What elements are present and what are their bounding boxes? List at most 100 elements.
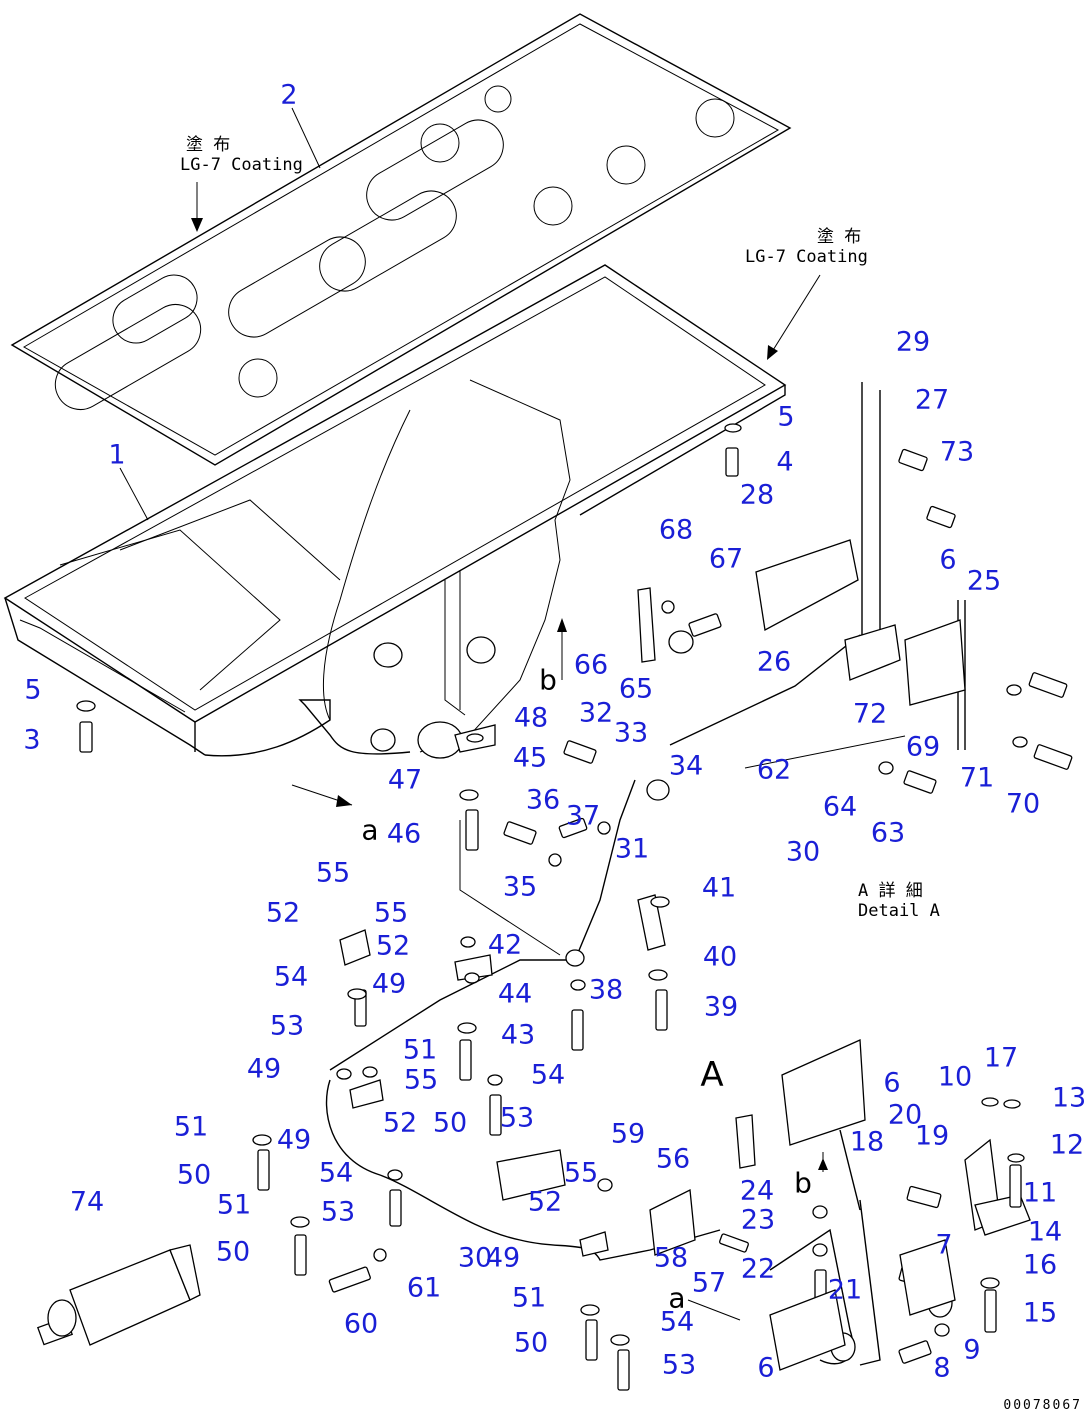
callout-53: 53 [269, 1010, 305, 1042]
callout-65: 65 [618, 673, 654, 705]
callout-52: 52 [375, 930, 411, 962]
callout-49: 49 [246, 1053, 282, 1085]
callout-31: 31 [614, 833, 650, 865]
callout-50: 50 [513, 1327, 549, 1359]
callout-37: 37 [565, 800, 601, 832]
detail-a-note: A 詳 細 Detail A [858, 881, 940, 921]
callout-54: 54 [530, 1059, 566, 1091]
callout-23: 23 [740, 1204, 776, 1236]
callout-73: 73 [939, 436, 975, 468]
callout-9: 9 [963, 1334, 981, 1366]
callout-11: 11 [1022, 1177, 1058, 1209]
detail-a-en: Detail A [858, 900, 940, 921]
callout-22: 22 [740, 1253, 776, 1285]
brackets [339, 539, 1031, 1362]
callout-42: 42 [487, 929, 523, 961]
callout-25: 25 [966, 565, 1002, 597]
coating-note-left: 塗 布 LG-7 Coating [180, 135, 303, 175]
leader-lines [119, 107, 828, 1321]
connector-lower [769, 1239, 956, 1371]
callout-6: 6 [757, 1352, 775, 1384]
callout-6: 6 [939, 544, 957, 576]
callout-55: 55 [315, 857, 351, 889]
callout-47: 47 [387, 764, 423, 796]
callout-50: 50 [176, 1159, 212, 1191]
callout-3: 3 [23, 724, 41, 756]
callout-17: 17 [983, 1042, 1019, 1074]
callout-46: 46 [386, 818, 422, 850]
callout-49: 49 [371, 968, 407, 1000]
callout-56: 56 [655, 1143, 691, 1175]
callout-59: 59 [610, 1118, 646, 1150]
callout-69: 69 [905, 731, 941, 763]
callout-67: 67 [708, 543, 744, 575]
callout-71: 71 [959, 762, 995, 794]
callout-50: 50 [432, 1107, 468, 1139]
callout-54: 54 [659, 1306, 695, 1338]
callout-68: 68 [658, 514, 694, 546]
drawing-code: 00078067 [1003, 1398, 1082, 1413]
callout-51: 51 [402, 1034, 438, 1066]
callout-70: 70 [1005, 788, 1041, 820]
callout-43: 43 [500, 1019, 536, 1051]
callout-19: 19 [914, 1120, 950, 1152]
view-letter-A: A [700, 1055, 724, 1095]
callout-52: 52 [382, 1107, 418, 1139]
callout-13: 13 [1051, 1082, 1087, 1114]
fasteners [76, 423, 1073, 1391]
callout-62: 62 [756, 754, 792, 786]
harness-routes [325, 382, 966, 1366]
callout-39: 39 [703, 991, 739, 1023]
callout-61: 61 [406, 1272, 442, 1304]
callout-1: 1 [108, 439, 126, 471]
component-74 [36, 1244, 201, 1346]
callout-60: 60 [343, 1308, 379, 1340]
callout-54: 54 [273, 961, 309, 993]
callout-21: 21 [827, 1274, 863, 1306]
callout-24: 24 [739, 1175, 775, 1207]
callout-63: 63 [870, 817, 906, 849]
callout-55: 55 [373, 897, 409, 929]
callout-55: 55 [403, 1064, 439, 1096]
callout-29: 29 [895, 326, 931, 358]
callout-14: 14 [1027, 1216, 1063, 1248]
callout-38: 38 [588, 974, 624, 1006]
coating-note-right-jp: 塗 布 [817, 227, 862, 247]
view-letter-a-lower: a [668, 1281, 686, 1315]
callout-41: 41 [701, 872, 737, 904]
callout-48: 48 [513, 702, 549, 734]
callout-4: 4 [776, 446, 794, 478]
view-letter-b-lower: b [794, 1166, 812, 1200]
callout-55: 55 [563, 1157, 599, 1189]
callout-45: 45 [512, 742, 548, 774]
gasket-plate [10, 13, 792, 466]
coating-note-left-jp: 塗 布 [186, 135, 231, 155]
callout-35: 35 [502, 871, 538, 903]
callout-32: 32 [578, 697, 614, 729]
callout-30: 30 [457, 1242, 493, 1274]
callout-34: 34 [668, 750, 704, 782]
callout-7: 7 [935, 1229, 953, 1261]
callout-51: 51 [216, 1189, 252, 1221]
callout-2: 2 [280, 79, 298, 111]
detail-a-jp: A 詳 細 [858, 881, 923, 901]
coating-note-right-en: LG-7 Coating [745, 246, 868, 267]
callout-52: 52 [527, 1186, 563, 1218]
callout-8: 8 [933, 1352, 951, 1384]
callout-58: 58 [653, 1242, 689, 1274]
callout-52: 52 [265, 897, 301, 929]
callout-51: 51 [173, 1111, 209, 1143]
callout-64: 64 [822, 791, 858, 823]
callout-5: 5 [777, 401, 795, 433]
callout-12: 12 [1049, 1129, 1085, 1161]
callout-57: 57 [691, 1267, 727, 1299]
callout-53: 53 [320, 1196, 356, 1228]
callout-20: 20 [887, 1099, 923, 1131]
callout-49: 49 [276, 1124, 312, 1156]
callout-16: 16 [1022, 1249, 1058, 1281]
coating-note-right: 塗 布 LG-7 Coating [745, 227, 868, 267]
callout-40: 40 [702, 941, 738, 973]
callout-51: 51 [511, 1282, 547, 1314]
